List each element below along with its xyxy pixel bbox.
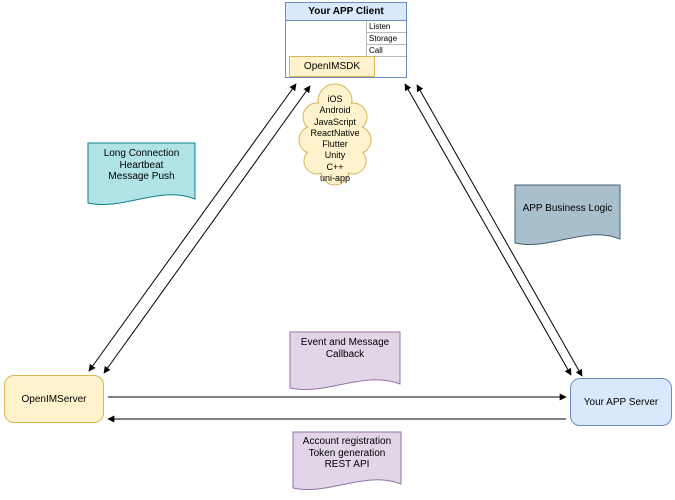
openim-server-box: OpenIMServer [4,375,104,423]
platforms-cloud-text: iOS Android JavaScript ReactNative Flutt… [285,94,385,184]
app-server-box: Your APP Server [570,378,672,426]
platform-flutter: Flutter [322,139,348,150]
app-server-label: Your APP Server [583,396,659,408]
account-note-shape [292,431,402,490]
platform-javascript: JavaScript [313,116,357,127]
right-diagonal-arrows [404,83,583,377]
note-line: Event and Message [300,337,390,348]
openim-server-label: OpenIMServer [21,393,87,405]
platform-uniapp: uni-app [319,173,351,184]
business-logic-note-shape [514,184,621,245]
note-line: Long Connection [103,148,180,159]
client-row-storage: Storage [367,33,406,45]
long-connection-note: Long Connection Heartbeat Message Push [88,148,195,183]
platform-unity: Unity [324,150,346,161]
platforms-cloud-shape [298,83,372,186]
client-row-listen: Listen [367,21,406,33]
note-line: Heartbeat [119,159,164,171]
note-line: Account registration [302,436,392,447]
event-callback-note-shape [289,331,401,391]
note-line: Token generation [308,447,386,459]
platform-ios: iOS [327,94,343,104]
note-line: REST API [324,459,370,470]
platform-cpp: C++ [326,161,344,172]
openimsdk-box: OpenIMSDK [289,56,375,77]
client-row-call: Call [367,45,406,57]
note-line: Callback [325,348,365,360]
note-line: Message Push [108,171,175,182]
long-connection-note-shape [87,142,196,205]
platform-reactnative: ReactNative [310,127,360,138]
app-client-title: Your APP Client [286,3,406,21]
horizontal-arrows [107,393,567,423]
app-client-body: Listen Storage Call OpenIMSDK [286,21,406,78]
left-diagonal-arrows [88,83,311,374]
note-line: APP Business Logic [522,203,613,214]
app-client-box: Your APP Client Listen Storage Call Open… [285,2,407,78]
platform-android: Android [319,105,351,116]
business-logic-note: APP Business Logic [515,203,620,215]
app-client-rows: Listen Storage Call [366,21,406,57]
event-callback-note: Event and Message Callback [290,337,400,360]
account-registration-note: Account registration Token generation RE… [293,436,401,471]
